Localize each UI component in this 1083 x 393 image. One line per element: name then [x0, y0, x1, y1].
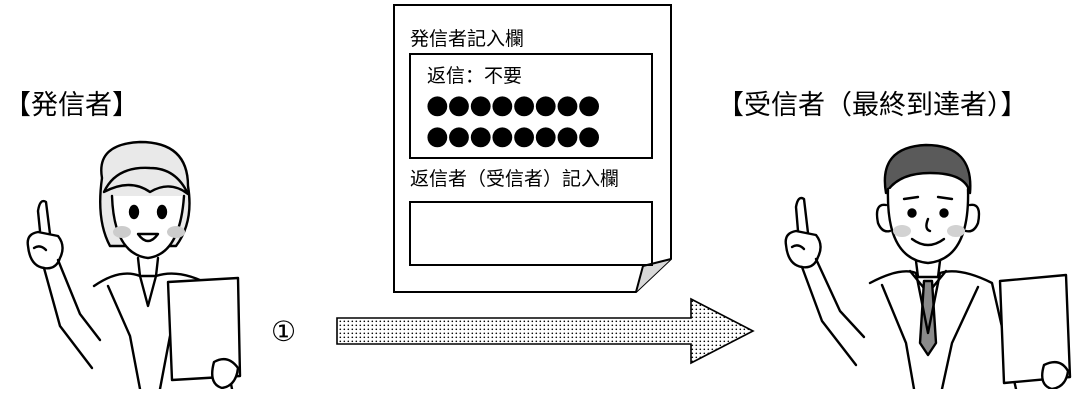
replier-field-heading: 返信者（受信者）記入欄 [410, 168, 620, 190]
receiver-label: 【受信者（最終到達者）】 [717, 90, 1028, 121]
message-document: 発信者記入欄 返信：不要 ●●●●●●●● ●●●●●●●● 返信者（受信者）記… [393, 4, 673, 294]
step-number: ① [271, 315, 297, 348]
woman-pointing-holding-paper-icon [0, 136, 250, 391]
reply-status: 返信：不要 [427, 65, 523, 87]
sender-field-heading: 発信者記入欄 [410, 28, 525, 50]
masked-text-line: ●●●●●●●● [426, 90, 600, 120]
masked-text-line: ●●●●●●●● [426, 121, 600, 151]
right-arrow-icon [335, 296, 755, 370]
sender-label: 【発信者】 [4, 90, 139, 121]
man-pointing-holding-paper-icon [770, 133, 1083, 391]
replier-entry-box [409, 201, 653, 266]
